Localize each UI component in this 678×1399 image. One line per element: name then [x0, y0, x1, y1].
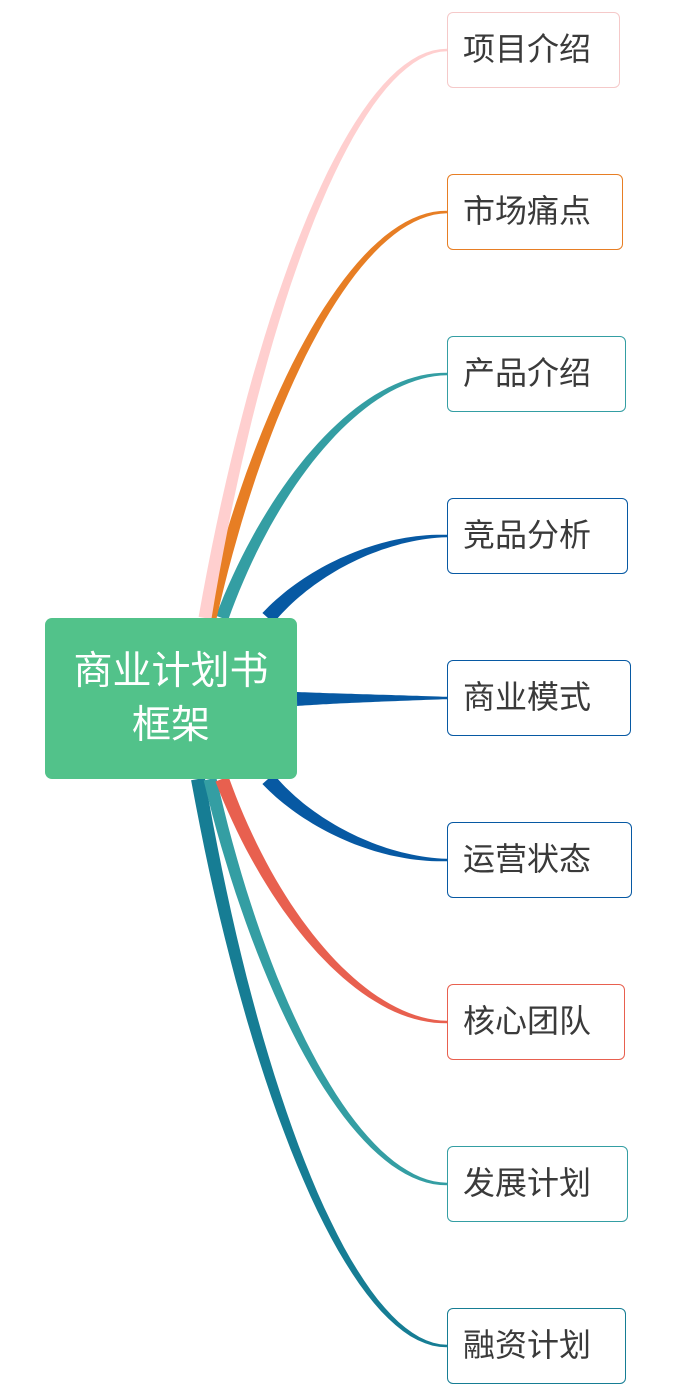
topic-node-financing-plan[interactable]: 融资计划	[447, 1308, 626, 1384]
topic-node-product-intro[interactable]: 产品介绍	[447, 336, 626, 412]
connector-7	[215, 776, 447, 1024]
root-node-line-2: 框架	[131, 702, 210, 748]
topic-node-core-team[interactable]: 核心团队	[447, 984, 625, 1060]
connector-4	[262, 534, 447, 623]
connector-6	[262, 774, 447, 862]
root-node[interactable]: 商业计划书 框架	[45, 618, 297, 779]
topic-node-market-pain-points[interactable]: 市场痛点	[447, 174, 623, 250]
topic-node-project-intro[interactable]: 项目介绍	[447, 12, 620, 88]
topic-node-development-plan[interactable]: 发展计划	[447, 1146, 628, 1222]
root-node-line-1: 商业计划书	[73, 648, 269, 694]
connector-2	[203, 210, 448, 620]
topic-node-operation-status[interactable]: 运营状态	[447, 822, 632, 898]
connector-5	[296, 692, 447, 706]
topic-node-business-model[interactable]: 商业模式	[447, 660, 631, 736]
topic-node-competitor-analysis[interactable]: 竞品分析	[447, 498, 628, 574]
